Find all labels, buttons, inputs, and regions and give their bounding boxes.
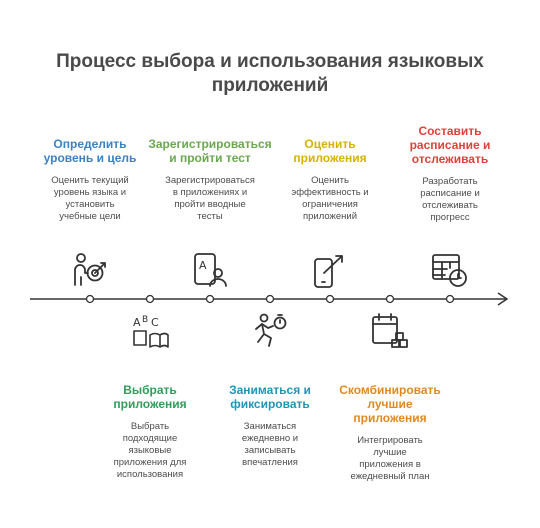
- timeline-dot: [85, 294, 95, 304]
- svg-text:A: A: [133, 316, 141, 329]
- step-3-description: Зарегистрироваться в приложениях и пройт…: [165, 175, 255, 222]
- timeline-arrowhead: [497, 292, 509, 306]
- step-6: Скомбинировать лучшие приложения Интегри…: [330, 383, 450, 483]
- svg-text:C: C: [151, 316, 159, 329]
- table-clock-icon: [430, 251, 470, 291]
- step-7: Составить расписание и отслеживать Разра…: [390, 124, 510, 224]
- timeline-dot: [145, 294, 155, 304]
- timeline-dot: [385, 294, 395, 304]
- step-6-label: Скомбинировать лучшие приложения: [339, 383, 441, 425]
- step-3-label: Зарегистрироваться и пройти тест: [148, 137, 272, 165]
- step-7-label: Составить расписание и отслеживать: [409, 124, 491, 166]
- svg-text:B: B: [142, 315, 148, 325]
- timeline-dot: [445, 294, 455, 304]
- step-4-label: Заниматься и фиксировать: [229, 383, 311, 411]
- running-timer-icon: [250, 311, 290, 351]
- step-5-label: Оценить приложения: [293, 137, 367, 165]
- timeline-dot: [265, 294, 275, 304]
- timeline-dot: [325, 294, 335, 304]
- abc-book-icon: A B C: [130, 311, 170, 351]
- step-1: Определить уровень и цель Оценить текущи…: [30, 137, 150, 223]
- step-3: Зарегистрироваться и пройти тест Зарегис…: [140, 137, 280, 223]
- step-2: Выбрать приложения Выбрать подходящие яз…: [90, 383, 210, 481]
- target-person-icon: [70, 251, 110, 291]
- phone-growth-icon: [310, 251, 350, 291]
- step-6-description: Интегрировать лучшие приложения в ежедне…: [350, 435, 430, 482]
- step-7-description: Разработать расписание и отслеживать про…: [420, 176, 480, 223]
- step-4: Заниматься и фиксировать Заниматься ежед…: [210, 383, 330, 469]
- page-title: Процесс выбора и использования языковых …: [56, 51, 484, 96]
- step-1-label: Определить уровень и цель: [43, 137, 137, 165]
- step-1-description: Оценить текущий уровень языка и установи…: [51, 175, 129, 222]
- step-5: Оценить приложения Оценить эффективность…: [270, 137, 390, 223]
- step-2-label: Выбрать приложения: [113, 383, 187, 411]
- user-profile-icon: A: [190, 251, 230, 291]
- calendar-blocks-icon: [370, 311, 410, 351]
- svg-text:A: A: [199, 259, 207, 272]
- timeline-dot: [205, 294, 215, 304]
- step-4-description: Заниматься ежедневно и записывать впечат…: [241, 421, 299, 468]
- step-2-description: Выбрать подходящие языковые приложения д…: [113, 421, 187, 480]
- step-5-description: Оценить эффективность и ограничения прил…: [291, 175, 369, 222]
